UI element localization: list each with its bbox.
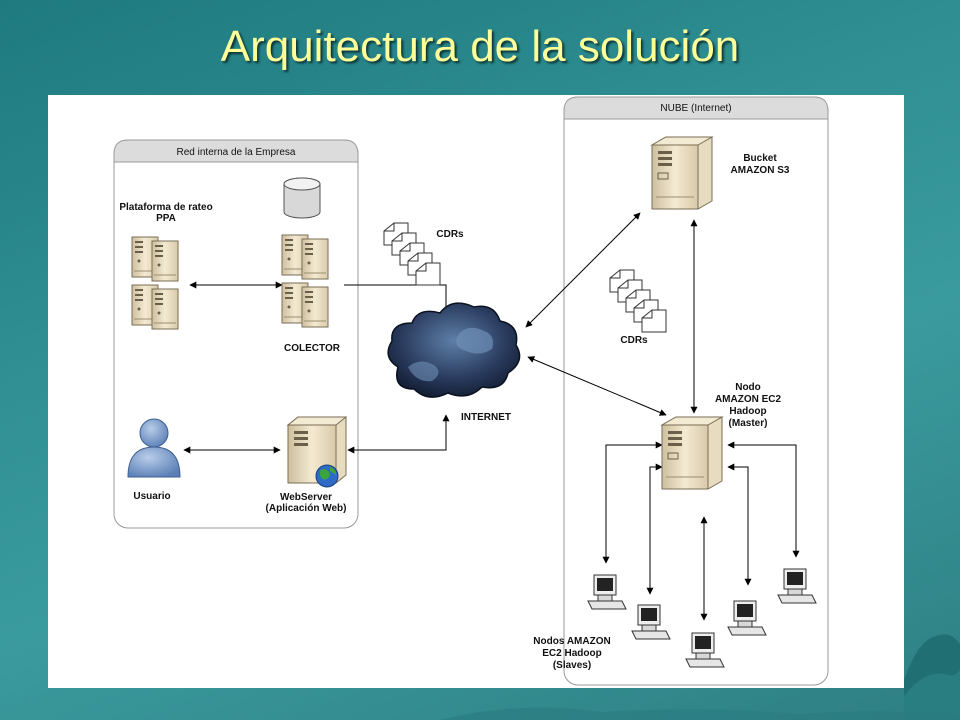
internal-network-title: Red interna de la Empresa: [177, 147, 296, 158]
internet-cloud-icon: [387, 302, 521, 398]
webserver-label-1: WebServer: [280, 492, 332, 503]
cdrs-documents-internal: [383, 222, 441, 286]
bucket-label-2: AMAZON S3: [731, 165, 790, 176]
rating-platform-label-2: PPA: [156, 213, 176, 224]
cdrs-internal-label: CDRs: [436, 229, 464, 240]
master-label-3: Hadoop: [729, 406, 766, 417]
cloud-zone-title: NUBE (Internet): [660, 103, 731, 114]
connections: [183, 212, 800, 621]
diagram-canvas: Red interna de la Empresa NUBE (Internet…: [48, 95, 904, 688]
master-node-server-icon: [661, 416, 723, 490]
master-label-4: (Master): [729, 418, 768, 429]
slide-title: Arquitectura de la solución: [220, 22, 740, 71]
user-icon: [127, 418, 181, 478]
webserver-label-2: (Aplicación Web): [266, 503, 347, 514]
internet-label: INTERNET: [461, 412, 511, 423]
master-label-1: Nodo: [735, 382, 761, 393]
slaves-label-2: EC2 Hadoop: [542, 648, 601, 659]
slaves-label-3: (Slaves): [553, 660, 591, 671]
rating-platform-label-1: Plataforma de rateo: [119, 202, 212, 213]
webserver-icon: [286, 416, 348, 488]
cdrs-cloud-label: CDRs: [620, 335, 648, 346]
bucket-s3-server-icon: [651, 136, 713, 210]
slaves-label-1: Nodos AMAZON: [533, 636, 610, 647]
master-label-2: AMAZON EC2: [715, 394, 782, 405]
decorative-background-wave: [440, 634, 960, 720]
user-label: Usuario: [133, 491, 170, 502]
bucket-label-1: Bucket: [743, 153, 777, 164]
collector-label: COLECTOR: [284, 343, 341, 354]
collector-database-icon: [283, 177, 321, 219]
